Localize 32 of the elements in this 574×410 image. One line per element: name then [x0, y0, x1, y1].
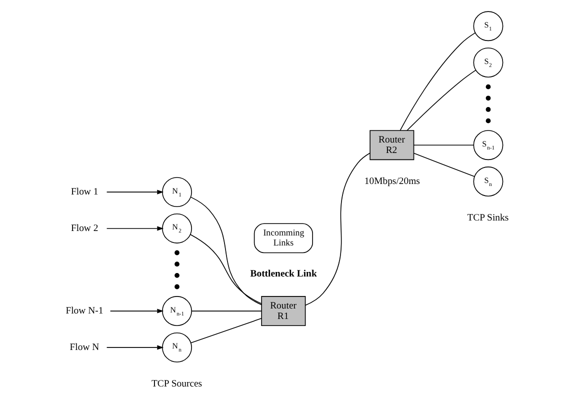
arrow	[106, 345, 164, 350]
connector	[190, 318, 262, 344]
arrow	[106, 190, 164, 194]
node-circle: S$_{n}$	[472, 166, 503, 196]
node-circle: N$_{n-1}$	[162, 296, 192, 326]
node-text: Flow N	[69, 342, 99, 353]
label: Bottleneck Link	[250, 268, 316, 280]
node-circle: N$_{2}$	[162, 214, 192, 244]
label: TCP Sources	[151, 378, 202, 390]
node-circle: N$_{1}$	[162, 177, 192, 208]
connector	[413, 152, 474, 177]
node-text: Flow 2	[70, 222, 98, 234]
connector	[399, 32, 476, 131]
node-box: Router R1	[260, 296, 306, 326]
node-box: Incomming Links	[253, 223, 312, 254]
connector	[190, 310, 262, 312]
node-text: Flow 1	[70, 186, 98, 198]
connector	[406, 70, 476, 131]
connector	[413, 144, 474, 146]
arrow	[106, 226, 164, 231]
node-circle: N$_{n}$	[162, 332, 192, 362]
connector	[190, 234, 262, 304]
node-circle: S$_{n-1}$	[472, 130, 503, 160]
arrow	[109, 308, 164, 314]
connector	[304, 152, 370, 306]
node-text: Flow N-1	[65, 306, 103, 317]
node-box: Router R2	[369, 130, 414, 160]
label: TCP Sinks	[466, 212, 508, 224]
node-circle: S$_{1}$	[472, 11, 503, 42]
connector	[190, 196, 262, 306]
node-circle: S$_{2}$	[472, 48, 503, 78]
label: 10Mbps/20ms	[364, 176, 420, 188]
